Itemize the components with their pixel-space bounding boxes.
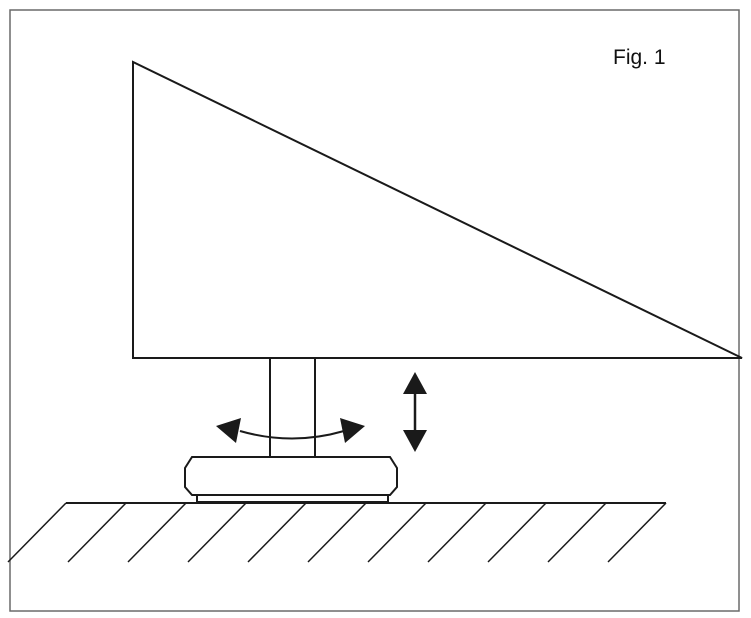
support-post [269,358,316,456]
hatch-line [487,502,547,563]
hatch-line [367,502,427,563]
base-plate [184,456,398,503]
hatch-line [67,502,127,563]
figure-label: Fig. 1 [613,46,666,69]
ground-hatching [7,502,667,563]
hatch-line [127,502,187,563]
hatch-line [307,502,367,563]
triangle-panel [132,60,743,359]
hatch-line [7,502,67,563]
hatch-line [607,502,667,563]
hatch-line [427,502,487,563]
height-adjust-arrow-icon [403,372,427,452]
hatch-line [247,502,307,563]
hatch-line [547,502,607,563]
hatch-line [187,502,247,563]
rotation-arrow-icon [216,418,365,443]
